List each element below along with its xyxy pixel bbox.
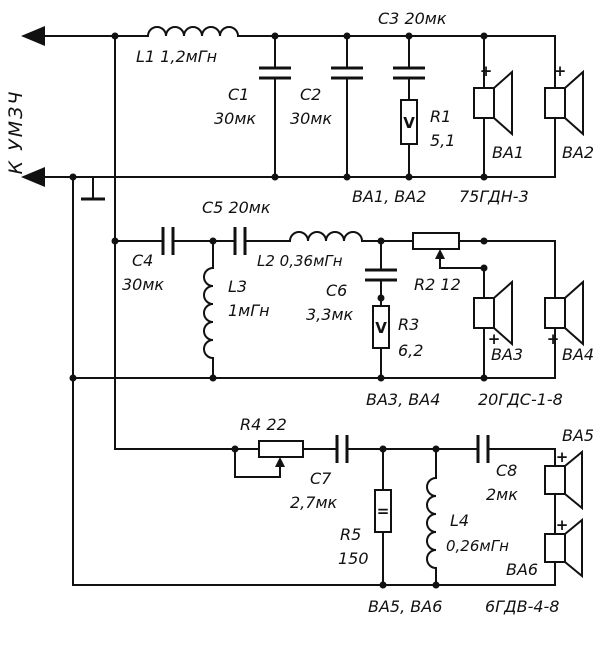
resistor-R1-symbol: V	[403, 114, 415, 132]
plus-sign: +	[480, 62, 493, 80]
inductor-L2	[288, 231, 364, 243]
C4-name: C4	[132, 251, 153, 270]
R2-label: R2 12	[414, 275, 461, 294]
C5-label: C5 20мк	[202, 198, 271, 217]
inductor-L1	[146, 26, 240, 38]
L3-name: L3	[228, 277, 247, 296]
resistor-R4	[231, 440, 338, 478]
BA6-label: BA6	[506, 560, 538, 579]
R1-name: R1	[430, 107, 451, 126]
input-wires	[21, 26, 149, 586]
C4-value: 30мк	[122, 275, 164, 294]
resistor-R3-symbol: V	[375, 319, 387, 337]
R1-value: 5,1	[430, 131, 455, 150]
mid-caption-right: 20ГДС-1-8	[478, 390, 563, 409]
treble-caption-left: BA5, BA6	[368, 597, 442, 616]
resistor-R1: V	[400, 99, 418, 181]
BA2-label: BA2	[562, 143, 594, 162]
capacitor-C2	[331, 32, 363, 181]
C6-name: C6	[326, 281, 347, 300]
input-label: К УМЗЧ	[5, 90, 27, 175]
bass-caption-right: 75ГДН-3	[459, 187, 529, 206]
C3-label: C3 20мк	[378, 9, 447, 28]
L2-label: L2 0,36мГн	[257, 252, 343, 270]
BA4-label: BA4	[562, 345, 594, 364]
capacitor-C1	[259, 32, 291, 181]
inductor-L4	[426, 476, 438, 570]
speaker-BA1: +	[473, 32, 513, 181]
C2-value: 30мк	[290, 109, 332, 128]
speaker-BA2: +	[544, 35, 584, 178]
speaker-BA5: +	[544, 448, 583, 511]
BA3-label: BA3	[491, 345, 523, 364]
R5-name: R5	[340, 525, 361, 544]
C6-value: 3,3мк	[306, 305, 354, 324]
capacitor-C6	[365, 240, 397, 307]
L3-value: 1мГн	[228, 301, 270, 320]
R5-value: 150	[338, 549, 369, 568]
treble-section: = + + R4 22 C7 2,7мк C8 2мк R5	[72, 415, 594, 616]
plus-sign: +	[488, 330, 501, 348]
C1-name: C1	[228, 85, 249, 104]
plus-sign: +	[556, 448, 569, 466]
C2-name: C2	[300, 85, 321, 104]
plus-sign: +	[556, 516, 569, 534]
BA1-label: BA1	[492, 143, 524, 162]
capacitor-C8	[476, 435, 556, 463]
resistor-R3: V	[372, 305, 390, 382]
capacitor-C7	[335, 435, 479, 463]
BA5-label: BA5	[562, 426, 594, 445]
resistor-R2	[412, 232, 556, 272]
resistor-R5: =	[374, 448, 392, 589]
speaker-BA4: +	[544, 240, 584, 379]
mid-section: V + + C5 20мк C4 30мк L2 0,36мГн L3 1	[72, 198, 594, 409]
speaker-BA3: +	[473, 267, 513, 382]
C1-value: 30мк	[214, 109, 256, 128]
plus-sign: +	[554, 62, 567, 80]
treble-caption-right: 6ГДВ-4-8	[485, 597, 559, 616]
L4-value: 0,26мГн	[446, 537, 509, 555]
speaker-BA6: +	[544, 516, 583, 586]
C8-name: C8	[496, 461, 517, 480]
C7-value: 2,7мк	[290, 493, 338, 512]
R3-value: 6,2	[398, 341, 423, 360]
R3-name: R3	[398, 315, 419, 334]
bass-caption-left: BA1, BA2	[352, 187, 426, 206]
L4-name: L4	[450, 511, 469, 530]
mid-caption-left: BA3, BA4	[366, 390, 440, 409]
resistor-R5-symbol: =	[377, 502, 390, 520]
C7-name: C7	[310, 469, 332, 488]
inductor-L3	[203, 266, 215, 360]
L1-label: L1 1,2мГн	[136, 47, 217, 66]
R4-label: R4 22	[240, 415, 287, 434]
capacitor-C3	[393, 32, 425, 101]
bass-section: V + + L1 1,2мГн C1 30мк C2 30мк C3 20мк …	[114, 9, 594, 206]
C8-value: 2мк	[486, 485, 518, 504]
plus-sign: +	[547, 330, 560, 348]
